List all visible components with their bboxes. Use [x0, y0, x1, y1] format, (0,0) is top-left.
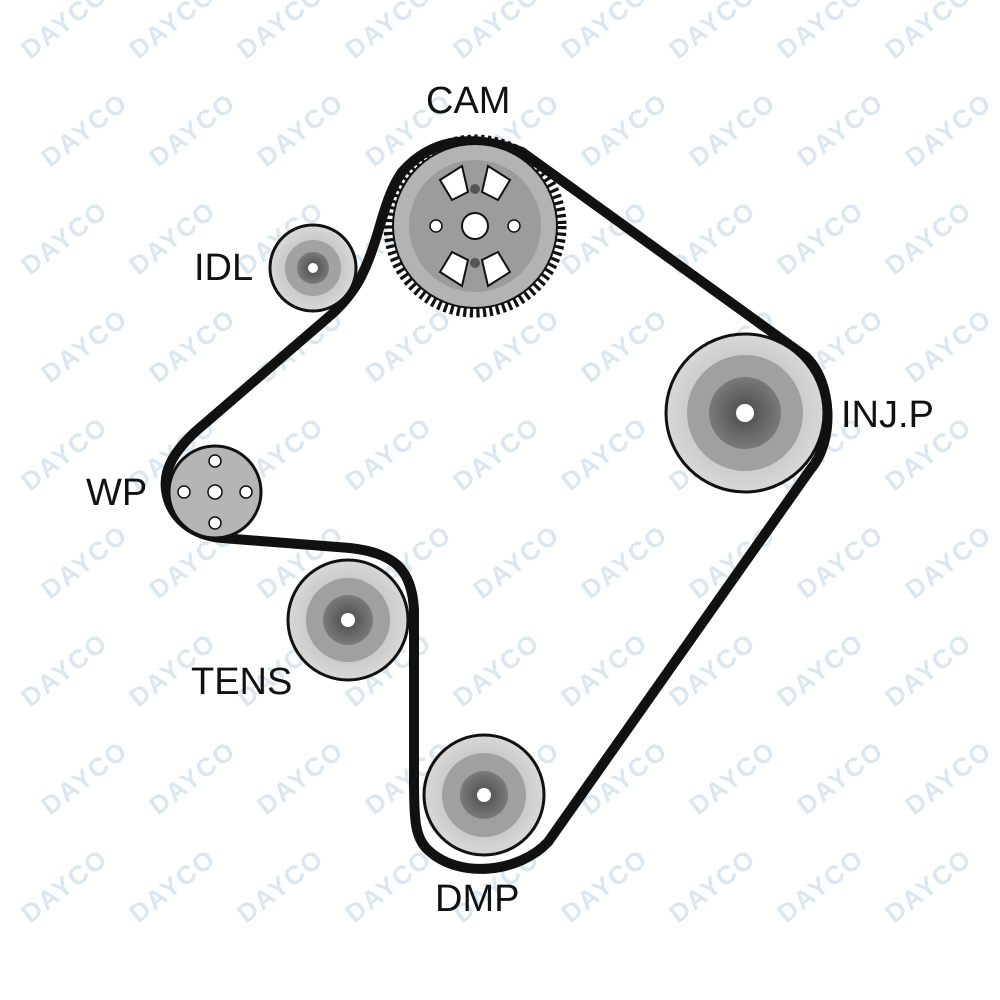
- watermark-text: DAYCO: [879, 627, 977, 713]
- tensioner-pulley-icon: [286, 558, 410, 682]
- timing-belt: [160, 136, 833, 874]
- water-pump-pulley-icon: [167, 444, 263, 540]
- watermark-text: DAYCO: [555, 627, 653, 713]
- idler-pulley-icon: [268, 223, 358, 313]
- watermark-text: DAYCO: [555, 843, 653, 929]
- injection-pump-pulley-icon: [664, 332, 826, 494]
- watermark-text: DAYCO: [447, 627, 545, 713]
- watermark-text: DAYCO: [123, 843, 221, 929]
- watermark-text: DAYCO: [899, 303, 997, 389]
- cam-sprocket-icon: [383, 134, 567, 318]
- watermark-text: DAYCO: [879, 195, 977, 281]
- watermark-text: DAYCO: [683, 87, 781, 173]
- watermark-text: DAYCO: [359, 303, 457, 389]
- watermark-text: DAYCO: [15, 843, 113, 929]
- watermark-text: DAYCO: [771, 195, 869, 281]
- watermark-text: DAYCO: [555, 0, 653, 65]
- watermark-text: DAYCO: [35, 519, 133, 605]
- cam-label: CAM: [426, 80, 511, 122]
- watermark-text: DAYCO: [15, 195, 113, 281]
- watermark-text: DAYCO: [447, 411, 545, 497]
- watermark-text: DAYCO: [791, 519, 889, 605]
- watermark-text: DAYCO: [899, 519, 997, 605]
- watermark-text: DAYCO: [231, 843, 329, 929]
- watermark-text: DAYCO: [447, 0, 545, 65]
- watermark-text: DAYCO: [899, 735, 997, 821]
- watermark-text: DAYCO: [467, 303, 565, 389]
- injp-label: INJ.P: [841, 394, 934, 436]
- watermark-text: DAYCO: [879, 0, 977, 65]
- watermark-text: DAYCO: [575, 519, 673, 605]
- watermark-text: DAYCO: [339, 0, 437, 65]
- watermark-text: DAYCO: [143, 303, 241, 389]
- watermark-text: DAYCO: [791, 87, 889, 173]
- watermark-text: DAYCO: [555, 411, 653, 497]
- watermark-text: DAYCO: [143, 735, 241, 821]
- watermark-text: DAYCO: [339, 411, 437, 497]
- tens-label: TENS: [191, 661, 293, 703]
- wp-label: WP: [86, 472, 148, 514]
- watermark-text: DAYCO: [339, 843, 437, 929]
- watermark-text: DAYCO: [251, 735, 349, 821]
- watermark-text: DAYCO: [15, 0, 113, 65]
- watermark-text: DAYCO: [35, 303, 133, 389]
- idl-label: IDL: [194, 247, 254, 289]
- watermark-text: DAYCO: [35, 87, 133, 173]
- watermark-text: DAYCO: [123, 0, 221, 65]
- watermark-text: DAYCO: [771, 627, 869, 713]
- watermark-text: DAYCO: [251, 87, 349, 173]
- watermark-text: DAYCO: [575, 87, 673, 173]
- watermark-text: DAYCO: [663, 0, 761, 65]
- dmp-label: DMP: [435, 878, 520, 920]
- watermark-text: DAYCO: [663, 627, 761, 713]
- watermark-text: DAYCO: [899, 87, 997, 173]
- watermark-text: DAYCO: [35, 735, 133, 821]
- watermark-text: DAYCO: [771, 0, 869, 65]
- watermark-text: DAYCO: [663, 843, 761, 929]
- watermark-text: DAYCO: [467, 519, 565, 605]
- watermark-text: DAYCO: [231, 0, 329, 65]
- watermark-text: DAYCO: [575, 303, 673, 389]
- damper-pulley-icon: [422, 733, 546, 857]
- watermark-text: DAYCO: [683, 735, 781, 821]
- watermark-text: DAYCO: [15, 627, 113, 713]
- watermark-text: DAYCO: [791, 735, 889, 821]
- watermark-text: DAYCO: [879, 843, 977, 929]
- watermark-text: DAYCO: [771, 843, 869, 929]
- watermark-text: DAYCO: [143, 87, 241, 173]
